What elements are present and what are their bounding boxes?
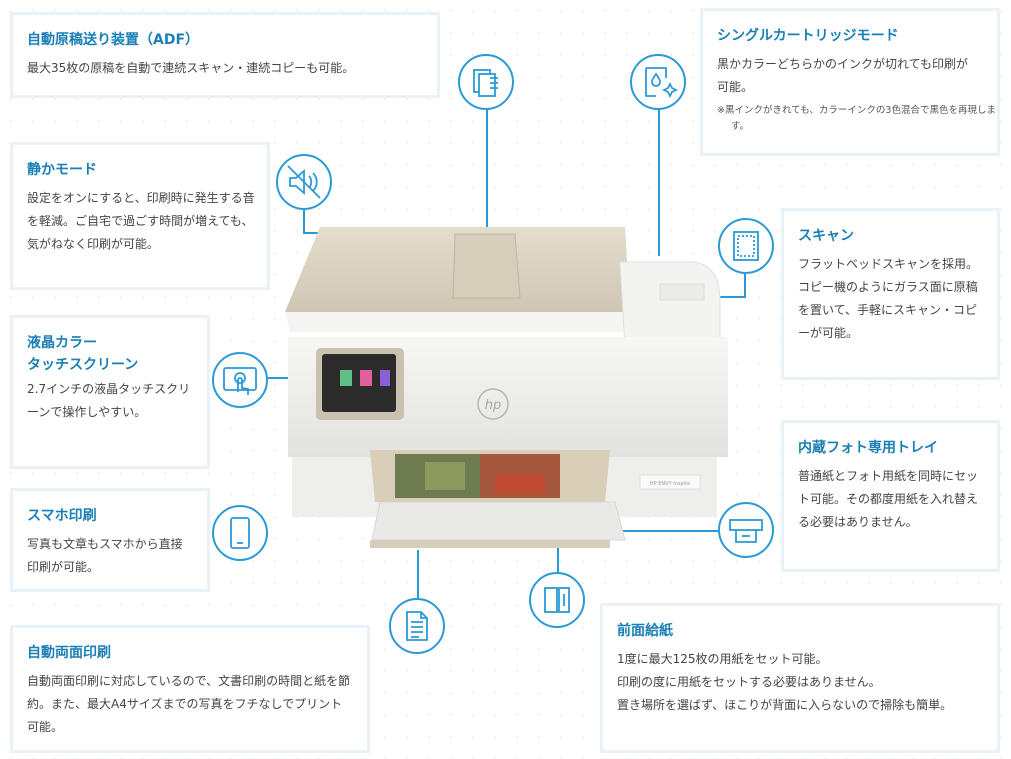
duplex-document-icon [389, 598, 445, 654]
printer-top-right [619, 261, 721, 348]
connector-photo-tray [622, 530, 718, 532]
feature-desc: 黒かカラーどちらかのインクが切れても印刷が可能。 [717, 57, 969, 94]
feature-title: 前面給紙 [617, 623, 673, 639]
feature-title: 自動両面印刷 [27, 645, 111, 661]
connector-scan [744, 266, 746, 298]
smartphone-icon [212, 505, 268, 561]
feature-title: シングルカートリッジモード [717, 28, 899, 44]
feature-desc: 普通紙とフォト用紙を同時にセット可能。その都度用紙を入れ替える必要はありません。 [798, 469, 979, 529]
feature-card-smartphone: スマホ印刷 写真も文章もスマホから直接印刷が可能。 [10, 488, 210, 592]
connector-quiet-h [303, 232, 329, 234]
photo-tray-icon [718, 502, 774, 558]
feature-desc: 印刷の度に用紙をセットする必要はありません。 [617, 675, 881, 689]
connector-quiet [303, 208, 305, 234]
feature-title: スマホ印刷 [27, 508, 97, 524]
connector-adf [486, 110, 488, 228]
feature-title: 自動原稿送り装置（ADF） [27, 32, 200, 48]
feature-card-single-cartridge: シングルカートリッジモード 黒かカラーどちらかのインクが切れても印刷が可能。 ※… [700, 8, 1000, 156]
lcd-screen [322, 354, 396, 412]
scanner-button [659, 283, 705, 301]
hp-logo [477, 388, 509, 420]
feature-title-line1: 液晶カラー [27, 335, 97, 351]
feature-note: ※黒インクがきれても、カラーインクの3色混合で黒色を再現します。 [717, 105, 996, 132]
feature-card-quiet: 静かモード 設定をオンにすると、印刷時に発生する音を軽減。ご自宅で過ごす時間が増… [10, 142, 270, 290]
feature-desc: 自動両面印刷に対応しているので、文書印刷の時間と紙を節約。また、最大A4サイズま… [27, 674, 351, 734]
printer-illustration: hp HP ENVY Inspire [285, 227, 728, 548]
hp-logo-text: hp [485, 398, 502, 413]
feature-title: 液晶カラータッチスクリーン [27, 332, 193, 376]
feature-card-adf: 自動原稿送り装置（ADF） 最大35枚の原稿を自動で連続スキャン・連続コピーも可… [10, 12, 440, 98]
feature-desc: 1度に最大125枚の用紙をセット可能。 [617, 652, 828, 666]
scanner-base [285, 312, 640, 332]
feature-desc: フラットベッドスキャンを採用。 [798, 257, 979, 271]
speaker-mute-icon [276, 154, 332, 210]
feature-card-lcd: 液晶カラータッチスクリーン 2.7インチの液晶タッチスクリーンで操作しやすい。 [10, 315, 210, 469]
ink-drop-icon [630, 54, 686, 110]
feature-desc: 写真も文章もスマホから直接印刷が可能。 [27, 537, 183, 574]
feature-desc: コピー機のようにガラス面に原稿を置いて、手軽にスキャン・コピーが可能。 [798, 280, 978, 340]
scanner-icon [718, 218, 774, 274]
feature-desc: 置き場所を選ばず、ほこりが背面に入らないので掃除も簡単。 [617, 698, 953, 712]
model-label: HP ENVY Inspire [650, 481, 690, 487]
feature-card-duplex: 自動両面印刷 自動両面印刷に対応しているので、文書印刷の時間と紙を節約。また、最… [10, 625, 370, 753]
feature-title: 内蔵フォト専用トレイ [798, 440, 938, 456]
connector-duplex [417, 550, 419, 598]
feature-card-front-feed: 前面給紙 1度に最大125枚の用紙をセット可能。 印刷の度に用紙をセットする必要… [600, 603, 1000, 753]
paper-tray-icon [529, 572, 585, 628]
feature-desc: 2.7インチの液晶タッチスクリーンで操作しやすい。 [27, 382, 191, 419]
feature-card-photo-tray: 内蔵フォト専用トレイ 普通紙とフォト用紙を同時にセット可能。その都度用紙を入れ替… [781, 420, 1000, 572]
touch-screen-icon [212, 352, 268, 408]
feature-title: スキャン [798, 228, 854, 244]
connector-cartridge [658, 108, 660, 256]
adf-input-tray [452, 233, 521, 299]
feature-title: 静かモード [27, 162, 97, 178]
feature-card-scan: スキャン フラットベッドスキャンを採用。 コピー機のようにガラス面に原稿を置いて… [781, 208, 1000, 380]
feature-title-line2: タッチスクリーン [27, 357, 139, 373]
connector-scan-h [706, 296, 746, 298]
front-paper-tray [371, 501, 626, 541]
document-feeder-icon [458, 54, 514, 110]
feature-desc: 最大35枚の原稿を自動で連続スキャン・連続コピーも可能。 [27, 61, 355, 75]
feature-desc: 設定をオンにすると、印刷時に発生する音を軽減。ご自宅で過ごす時間が増えても、気が… [27, 191, 255, 251]
